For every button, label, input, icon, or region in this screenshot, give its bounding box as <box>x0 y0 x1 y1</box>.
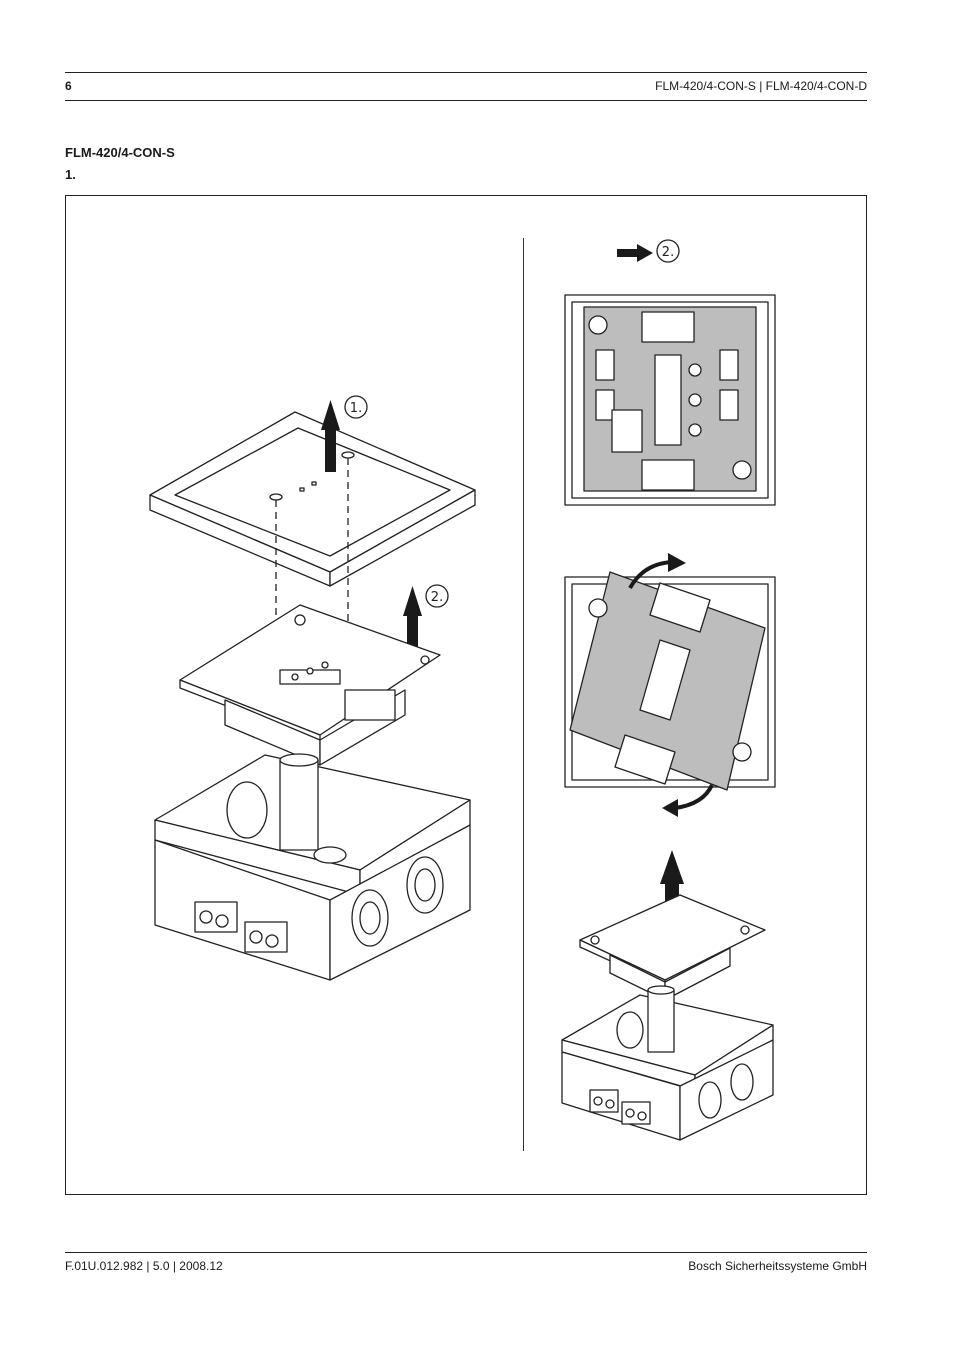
step-label: 1. <box>65 167 76 182</box>
header-bottom-rule <box>65 100 867 101</box>
arrow-up-2-icon <box>403 586 422 654</box>
footer-document-id: F.01U.012.982 | 5.0 | 2008.12 <box>65 1259 223 1273</box>
callout-right: 2. <box>656 239 680 263</box>
header-top-rule <box>65 72 867 73</box>
module-plate-illustration <box>179 604 441 766</box>
rotate-arrow-top-icon <box>628 560 673 590</box>
rotated-module-illustration <box>564 571 776 791</box>
figure-divider <box>523 238 524 1151</box>
removed-module-illustration <box>579 894 766 1001</box>
callout-1: 1. <box>344 395 368 419</box>
header-title: FLM-420/4-CON-S | FLM-420/4-CON-D <box>655 79 867 93</box>
mounting-box-illustration <box>154 753 471 981</box>
callout-2: 2. <box>425 584 449 608</box>
rotate-arrow-top-head-icon <box>668 553 686 572</box>
rotate-arrow-bottom-head-icon <box>662 799 678 817</box>
small-mounting-box-illustration <box>561 985 774 1141</box>
rotate-arrow-bottom-icon <box>674 784 714 810</box>
svg-text:1.: 1. <box>350 401 362 416</box>
arrow-right-icon <box>617 244 653 262</box>
page-number: 6 <box>65 79 72 93</box>
svg-text:2.: 2. <box>431 590 443 605</box>
section-title: FLM-420/4-CON-S <box>65 145 175 160</box>
top-view-module-illustration <box>564 294 776 506</box>
housing-cover-illustration <box>149 411 476 587</box>
figure-frame <box>65 195 867 1195</box>
footer-rule <box>65 1252 867 1253</box>
arrow-up-1-icon <box>321 400 340 472</box>
svg-text:2.: 2. <box>662 245 674 260</box>
footer-company: Bosch Sicherheitssysteme GmbH <box>688 1259 867 1273</box>
